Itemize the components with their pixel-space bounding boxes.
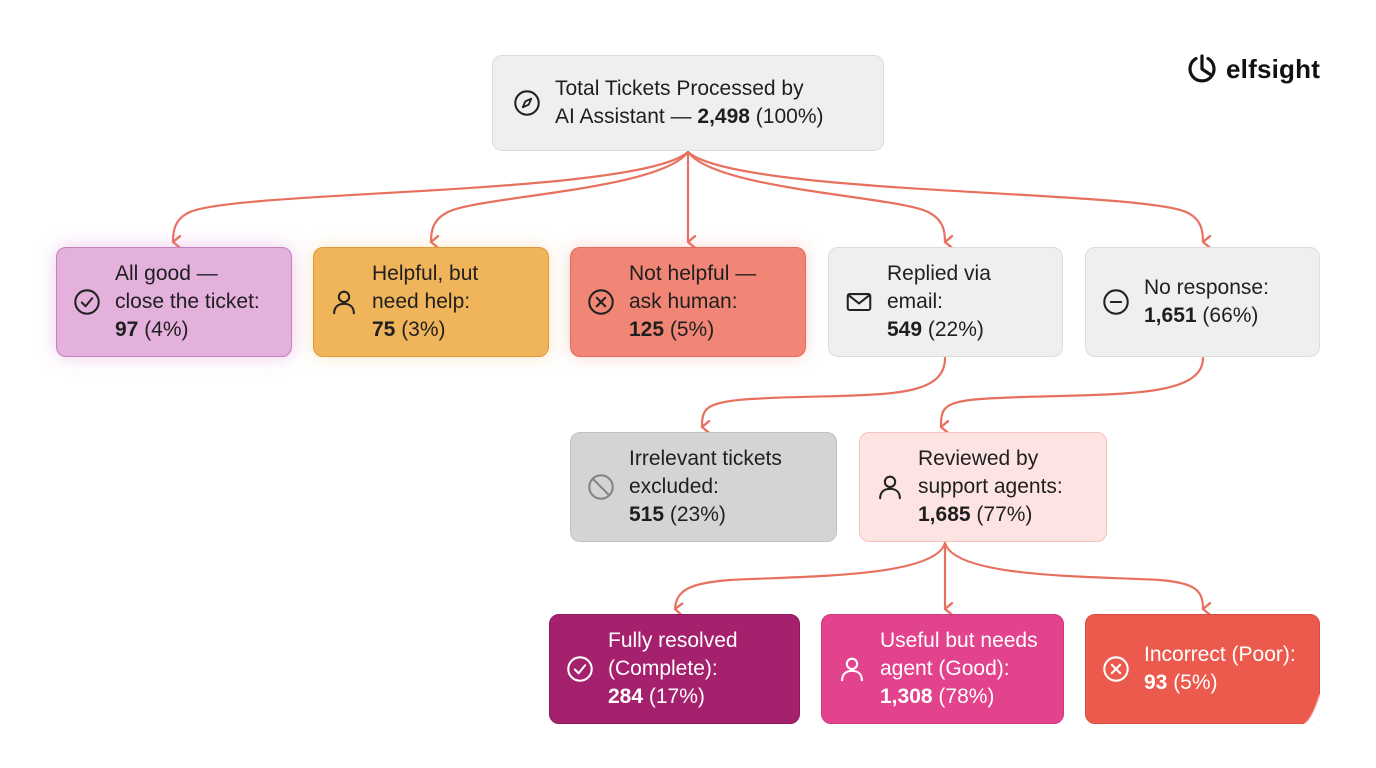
node-irrelevant-excluded: Irrelevant tickets excluded: 515 (23%): [570, 432, 837, 542]
node-fully-resolved-text: Fully resolved (Complete): 284 (17%): [608, 629, 738, 708]
arrow-no-response-to-reviewed: [939, 356, 1205, 435]
node-fully-resolved: Fully resolved (Complete): 284 (17%): [549, 614, 800, 724]
node-helpful-need-help: Helpful, but need help: 75 (3%): [313, 247, 549, 357]
node-no-response-text: No response: 1,651 (66%): [1144, 276, 1269, 327]
arrow-reviewed-to-incorrect: [943, 541, 1212, 616]
node-helpful-need-help-text: Helpful, but need help: 75 (3%): [372, 262, 479, 341]
node-all-good: All good — close the ticket: 97 (4%): [56, 247, 292, 357]
user-icon: [328, 286, 360, 318]
node-useful-needs-agent: Useful but needs agent (Good): 1,308 (78…: [821, 614, 1064, 724]
node-reviewed-by-agents-text: Reviewed by support agents: 1,685 (77%): [918, 447, 1063, 526]
node-replied-via-email-text: Replied via email: 549 (22%): [887, 262, 991, 341]
node-total-tickets: Total Tickets Processed by AI Assistant …: [492, 55, 884, 151]
block-icon: [585, 471, 617, 503]
node-not-helpful: Not helpful — ask human: 125 (5%): [570, 247, 806, 357]
node-all-good-text: All good — close the ticket: 97 (4%): [115, 262, 260, 341]
arrow-root-to-no-response: [686, 150, 1212, 249]
elfsight-logo-icon: [1188, 54, 1216, 83]
node-no-response: No response: 1,651 (66%): [1085, 247, 1320, 357]
node-replied-via-email: Replied via email: 549 (22%): [828, 247, 1063, 357]
check-circle-icon: [564, 653, 596, 685]
arrow-root-to-email: [686, 150, 954, 249]
node-incorrect-text: Incorrect (Poor): 93 (5%): [1144, 643, 1296, 694]
node-irrelevant-excluded-text: Irrelevant tickets excluded: 515 (23%): [629, 447, 782, 526]
node-total-tickets-text: Total Tickets Processed by AI Assistant …: [555, 77, 824, 128]
arrow-root-to-helpful: [429, 150, 690, 250]
arrow-reviewed-to-fully-resolved: [673, 541, 947, 617]
elfsight-logo-text: elfsight: [1226, 53, 1321, 84]
node-incorrect: Incorrect (Poor): 93 (5%): [1085, 614, 1320, 724]
page-curl-decoration: [1303, 694, 1320, 724]
user-icon: [874, 471, 906, 503]
user-icon: [836, 653, 868, 685]
node-reviewed-by-agents: Reviewed by support agents: 1,685 (77%): [859, 432, 1107, 542]
arrow-email-to-irrelevant: [700, 356, 947, 435]
node-useful-needs-agent-text: Useful but needs agent (Good): 1,308 (78…: [880, 629, 1038, 708]
check-circle-icon: [71, 286, 103, 318]
node-not-helpful-text: Not helpful — ask human: 125 (5%): [629, 262, 757, 341]
minus-circle-icon: [1100, 286, 1132, 318]
compass-icon: [511, 87, 543, 119]
x-circle-icon: [1100, 653, 1132, 685]
elfsight-logo: elfsight: [1186, 52, 1320, 86]
mail-icon: [843, 286, 875, 318]
arrow-root-to-all-good: [171, 150, 690, 250]
x-circle-icon: [585, 286, 617, 318]
